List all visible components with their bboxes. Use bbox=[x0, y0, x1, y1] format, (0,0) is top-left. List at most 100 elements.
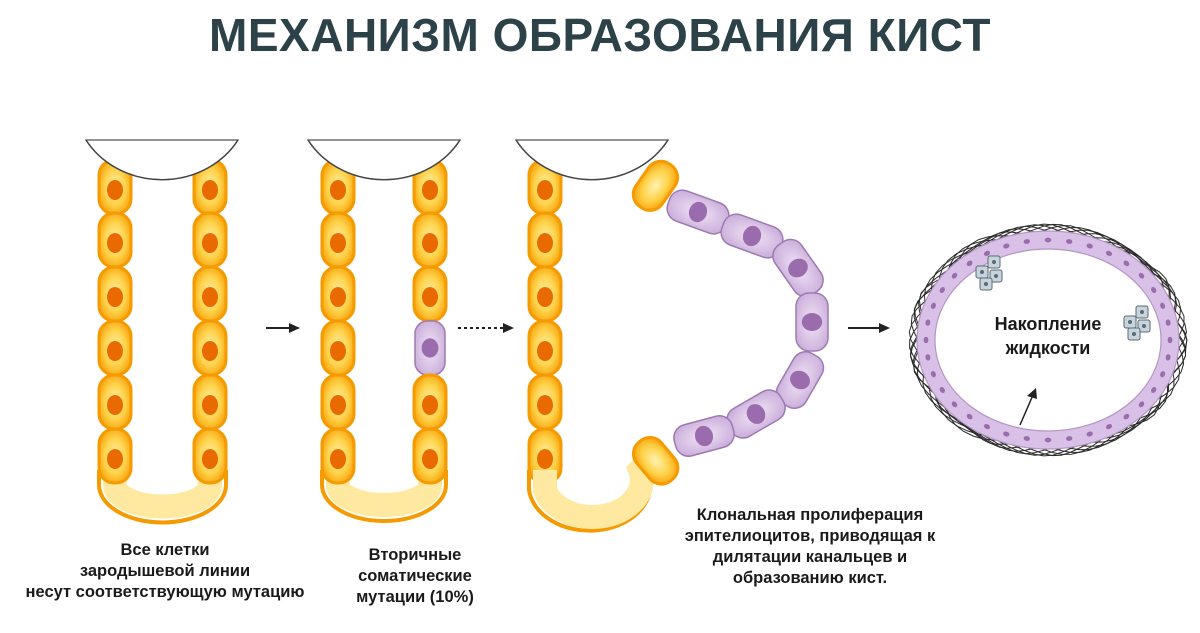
arrowhead bbox=[503, 323, 514, 333]
epithelial-nucleus bbox=[1123, 260, 1130, 267]
epithelial-nucleus bbox=[939, 386, 945, 394]
caption-line: соматические bbox=[358, 567, 472, 585]
epithelial-nucleus bbox=[966, 260, 973, 267]
fluid-accumulation-label: Накопление жидкости bbox=[958, 312, 1138, 360]
cell-nucleus bbox=[330, 287, 346, 307]
cluster-nucleus bbox=[994, 274, 998, 278]
epithelial-nucleus bbox=[939, 286, 945, 294]
cluster-nucleus bbox=[1128, 320, 1132, 324]
cell-cluster bbox=[975, 255, 1003, 291]
epithelial-nucleus bbox=[1167, 336, 1173, 344]
epithelial-nucleus bbox=[1123, 413, 1130, 420]
cell-cluster bbox=[1123, 305, 1151, 341]
normal-cell bbox=[631, 435, 680, 486]
tubule-loop-outer bbox=[97, 470, 228, 525]
cell-nucleus bbox=[330, 233, 346, 253]
tubule-loop bbox=[103, 470, 222, 519]
epithelial-ring-outline bbox=[916, 230, 1180, 450]
capsule-rim bbox=[515, 139, 669, 181]
caption-line: дилятации канальцев и bbox=[712, 548, 908, 566]
label-line: жидкости bbox=[1005, 338, 1091, 358]
cluster-nucleus bbox=[992, 260, 996, 264]
tubule-stage-3 bbox=[514, 139, 829, 533]
caption-line: несут соответствующую мутацию bbox=[25, 583, 305, 601]
epithelial-nucleus bbox=[1160, 371, 1166, 378]
epithelial-nucleus bbox=[1003, 431, 1010, 437]
epithelial-nucleus bbox=[1086, 431, 1093, 437]
epithelial-nucleus bbox=[1105, 250, 1113, 257]
tubule-loop bbox=[533, 446, 664, 529]
cell-nucleus bbox=[422, 395, 438, 415]
arrow-icon bbox=[266, 323, 300, 333]
arrow-icon bbox=[458, 323, 514, 333]
caption-line: образованию кист. bbox=[732, 569, 888, 587]
tubule-loop bbox=[326, 470, 442, 517]
pointer-arrowhead bbox=[1027, 388, 1037, 399]
tubule-stage-2 bbox=[306, 139, 462, 523]
epithelial-ring-outline bbox=[934, 248, 1162, 432]
caption-line: мутации (10%) bbox=[356, 588, 474, 606]
epithelial-nucleus bbox=[951, 401, 958, 408]
cell-nucleus bbox=[202, 395, 218, 415]
mutant-cell bbox=[414, 320, 446, 376]
cell-nucleus bbox=[107, 449, 123, 469]
mutant-nucleus bbox=[790, 370, 810, 390]
arrowhead bbox=[289, 323, 300, 333]
caption-line: зародышевой линии bbox=[79, 562, 251, 580]
cell-nucleus bbox=[537, 287, 553, 307]
cell-nucleus bbox=[107, 233, 123, 253]
capsule-rim bbox=[85, 139, 239, 181]
epithelial-nucleus bbox=[1003, 243, 1010, 249]
cluster-nucleus bbox=[1132, 332, 1136, 336]
epithelial-nucleus bbox=[923, 336, 929, 344]
epithelial-nucleus bbox=[1160, 302, 1166, 309]
cell-nucleus bbox=[422, 233, 438, 253]
mutant-cell bbox=[666, 189, 730, 235]
mutant-nucleus bbox=[694, 425, 714, 447]
cell-nucleus bbox=[537, 395, 553, 415]
epithelial-nucleus bbox=[925, 319, 931, 326]
cluster-nucleus bbox=[984, 282, 988, 286]
cell-nucleus bbox=[330, 449, 346, 469]
epithelial-nucleus bbox=[1023, 436, 1030, 441]
stage-3-caption: Клональная пролиферация эпителиоцитов, п… bbox=[660, 505, 960, 589]
epithelial-nucleus bbox=[1044, 437, 1052, 443]
tubule-loop-outer bbox=[320, 470, 448, 523]
epithelial-nucleus bbox=[925, 354, 931, 361]
normal-cell bbox=[631, 159, 680, 212]
normal-cell-body bbox=[631, 435, 680, 486]
cell-nucleus bbox=[202, 233, 218, 253]
cell-nucleus bbox=[537, 341, 553, 361]
cell-nucleus bbox=[202, 180, 218, 200]
cell-nucleus bbox=[537, 180, 553, 200]
mutant-nucleus bbox=[746, 404, 766, 424]
cell-nucleus bbox=[107, 395, 123, 415]
epithelial-nucleus bbox=[1066, 436, 1073, 441]
epithelial-nucleus bbox=[1023, 239, 1030, 244]
stage-1-caption: Все клетки зародышевой линии несут соотв… bbox=[10, 540, 320, 603]
cell-nucleus bbox=[330, 395, 346, 415]
cell-nucleus bbox=[330, 180, 346, 200]
epithelial-nucleus bbox=[1044, 237, 1052, 243]
mutant-cell bbox=[795, 292, 829, 352]
mutant-nucleus bbox=[788, 258, 808, 278]
stage-2-caption: Вторичные соматические мутации (10%) bbox=[325, 545, 505, 608]
label-line: Накопление bbox=[994, 314, 1102, 334]
epithelial-nucleus bbox=[930, 302, 936, 309]
epithelial-nucleus bbox=[966, 413, 973, 420]
mutant-nucleus bbox=[688, 201, 708, 223]
mutant-nucleus bbox=[742, 225, 762, 247]
pointer-arrow-line bbox=[1019, 394, 1034, 426]
arrowhead bbox=[879, 323, 890, 333]
mutant-nucleus bbox=[801, 313, 823, 331]
cell-nucleus bbox=[422, 180, 438, 200]
epithelial-nucleus bbox=[1151, 286, 1157, 294]
cell-nucleus bbox=[422, 449, 438, 469]
mutant-cell bbox=[775, 351, 825, 409]
caption-line: Все клетки bbox=[120, 541, 210, 559]
mutant-cell bbox=[726, 389, 786, 439]
mutant-cell bbox=[720, 213, 784, 259]
epithelial-nucleus bbox=[930, 371, 936, 378]
cell-nucleus bbox=[202, 287, 218, 307]
fibrous-wall-layer bbox=[909, 225, 1185, 456]
